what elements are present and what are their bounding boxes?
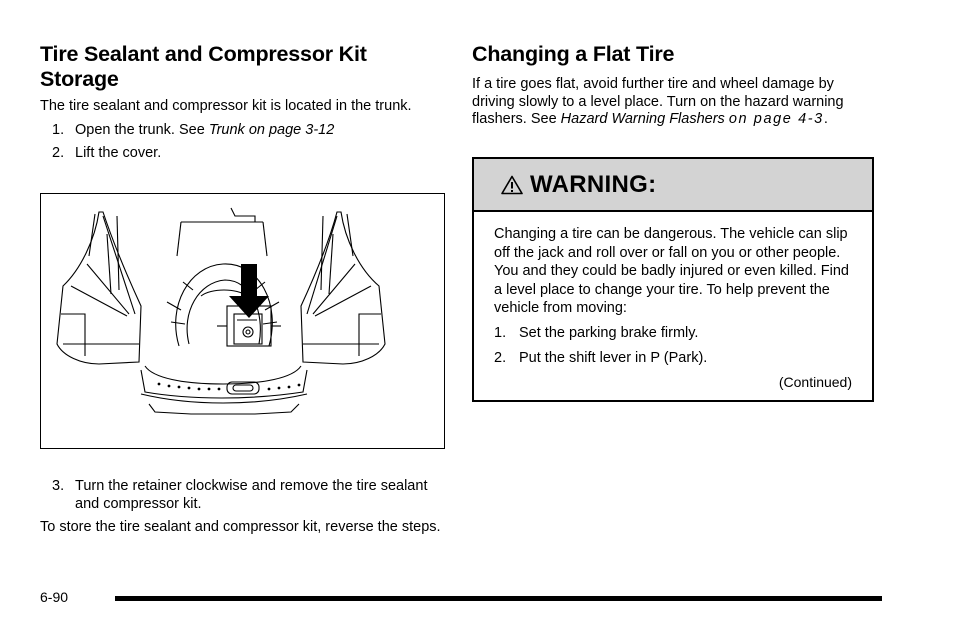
warning-title: WARNING: — [530, 170, 657, 198]
flat-tire-intro: If a tire goes flat, avoid further tire … — [472, 76, 874, 129]
hazard-flashers-link[interactable]: Hazard Warning Flashers — [560, 111, 725, 127]
closing-paragraph: To store the tire sealant and compressor… — [40, 519, 441, 535]
step-text: Open the trunk. See — [75, 121, 209, 138]
list-item: 2. Lift the cover. — [40, 145, 445, 163]
footer-divider — [115, 596, 882, 601]
trunk-illustration — [40, 193, 445, 449]
section-title-flat-tire: Changing a Flat Tire — [472, 42, 675, 66]
continued-label: (Continued) — [778, 373, 852, 390]
list-item: 3. Turn the retainer clockwise and remove… — [40, 478, 445, 513]
step-number: 2. — [52, 145, 65, 161]
trunk-drawing — [56, 207, 386, 415]
page-reference-link[interactable]: Trunk on page 3-12 — [208, 121, 335, 138]
step-number: 2. — [494, 350, 507, 366]
step-text: Turn the retainer clockwise and remove t… — [75, 478, 428, 512]
steps-list-b: 3. Turn the retainer clockwise and remove… — [40, 478, 445, 513]
list-item: 1. Set the parking brake firmly. — [494, 325, 852, 343]
step-text: Put the shift lever in P (Park). — [519, 350, 708, 366]
left-column: Tire Sealant and Compressor Kit Storage … — [40, 42, 445, 163]
steps-list-a: 1. Open the trunk. See Trunk on page 3-12… — [40, 122, 445, 163]
right-column: Changing a Flat Tire If a tire goes flat… — [472, 42, 874, 129]
warning-triangle-icon — [501, 175, 523, 194]
warning-box: WARNING: Changing a tire can be dangerou… — [472, 157, 874, 402]
warning-steps-list: 1. Set the parking brake firmly. 2. Put th… — [494, 325, 852, 368]
intro-end: . — [823, 111, 828, 127]
section-title-tire-sealant: Tire Sealant and Compressor Kit Storage — [40, 42, 367, 91]
warning-text: Changing a tire can be dangerous. The ve… — [494, 226, 849, 316]
intro-text: If a tire goes flat, avoid further tire … — [472, 76, 844, 127]
down-arrow-icon — [229, 264, 269, 318]
page-number: 6-90 — [40, 589, 69, 605]
warning-header: WARNING: — [474, 159, 872, 212]
list-item: 2. Put the shift lever in P (Park). — [494, 350, 852, 368]
page-reference-link[interactable]: on page 4-3 — [728, 111, 824, 127]
step-text: Lift the cover. — [75, 145, 162, 161]
left-column-lower: 3. Turn the retainer clockwise and remove… — [40, 478, 445, 537]
step-text: Set the parking brake firmly. — [519, 324, 699, 341]
intro-paragraph: The tire sealant and compressor kit is l… — [40, 98, 412, 114]
step-number: 3. — [52, 478, 65, 494]
warning-body: Changing a tire can be dangerous. The ve… — [474, 212, 872, 390]
list-item: 1. Open the trunk. See Trunk on page 3-12 — [40, 122, 445, 140]
step-number: 1. — [494, 324, 507, 341]
step-number: 1. — [52, 121, 65, 138]
